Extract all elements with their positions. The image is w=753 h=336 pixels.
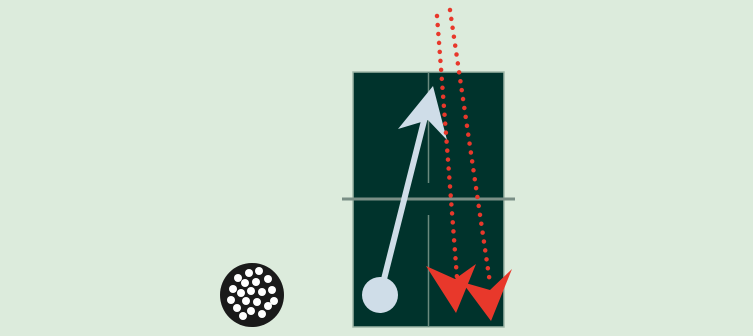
player-start-marker (362, 277, 398, 313)
ball-bucket-icon (220, 263, 284, 327)
